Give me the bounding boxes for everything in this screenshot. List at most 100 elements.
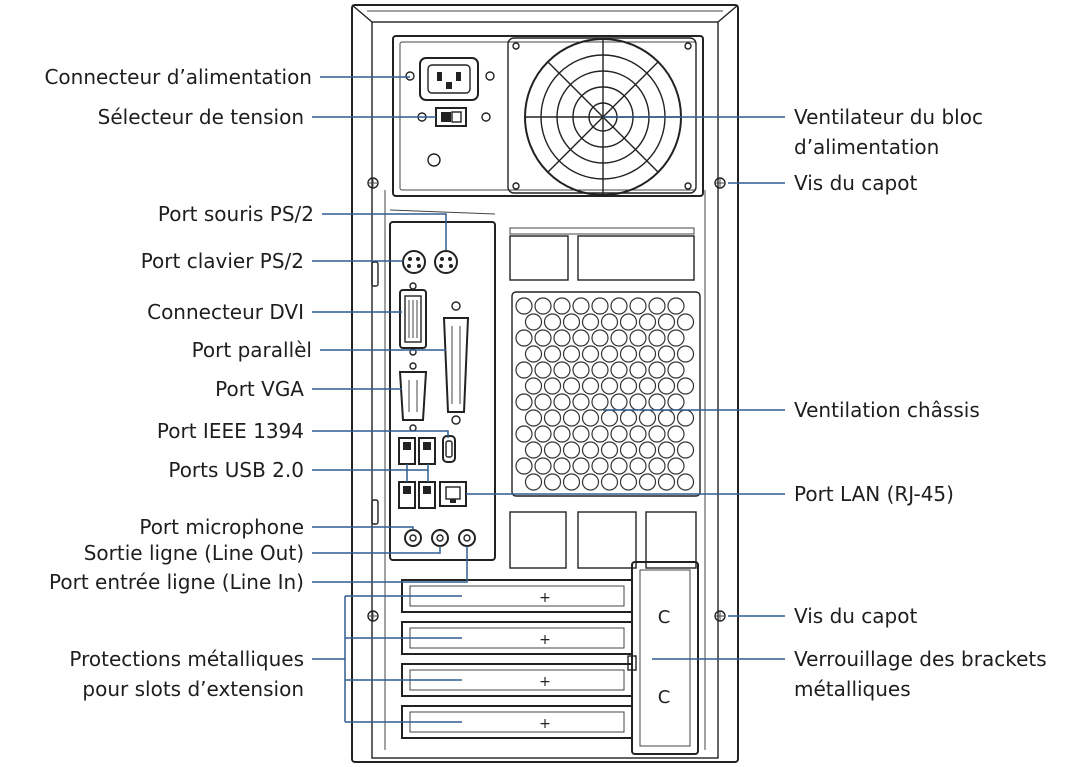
vent-hole [657, 313, 676, 331]
svg-text:C: C [658, 687, 671, 708]
label-voltage-selector: Sélecteur de tension [98, 105, 304, 129]
vent-hole [534, 361, 552, 379]
vent-hole [629, 393, 647, 411]
vent-hole [629, 297, 647, 315]
vent-hole [553, 425, 571, 443]
vent-hole [562, 409, 581, 427]
vent-hole [581, 377, 600, 395]
cover-screw-bottom-right [714, 610, 726, 622]
vent-hole [610, 329, 628, 347]
leader-ps2-mouse [322, 213, 447, 250]
io-plate [389, 221, 496, 561]
vent-hole [667, 361, 685, 379]
parallel-port [442, 301, 470, 425]
vent-hole [543, 473, 562, 491]
label-usb: Ports USB 2.0 [168, 458, 304, 482]
chassis-vent-holes [515, 297, 695, 491]
leader-line-out [312, 546, 441, 554]
vent-hole [667, 393, 685, 411]
label-power-connector: Connecteur d’alimentation [44, 65, 312, 89]
usb-ports-lower [398, 481, 436, 509]
vent-hole [591, 361, 609, 379]
vent-hole [534, 457, 552, 475]
cover-screw-top-left [367, 177, 379, 189]
vent-hole [676, 313, 695, 331]
vent-hole [676, 409, 695, 427]
label-cover-screw-bottom: Vis du capot [794, 604, 917, 628]
vent-hole [591, 329, 609, 347]
label-bracket-lock-line2: métalliques [794, 677, 911, 701]
vent-hole [638, 313, 657, 331]
vent-hole [534, 329, 552, 347]
vent-hole [562, 345, 581, 363]
vent-hole [600, 345, 619, 363]
ps2-mouse-port [434, 250, 458, 274]
chassis-vent-frame [511, 291, 701, 497]
leader-line-in [312, 546, 468, 583]
vent-hole [572, 457, 590, 475]
vent-hole [648, 361, 666, 379]
vent-hole [610, 457, 628, 475]
vent-hole [638, 441, 657, 459]
vent-hole [619, 377, 638, 395]
vent-hole [515, 393, 533, 411]
vent-hole [648, 329, 666, 347]
vent-hole [572, 361, 590, 379]
vent-hole [610, 361, 628, 379]
label-ieee1394: Port IEEE 1394 [157, 419, 304, 443]
usb-ports-upper [398, 437, 436, 465]
vent-hole [600, 441, 619, 459]
vent-hole [591, 425, 609, 443]
label-psu-fan-line2: d’alimentation [794, 135, 939, 159]
svg-text:+: + [539, 674, 551, 690]
vent-hole [553, 393, 571, 411]
vent-hole [543, 441, 562, 459]
vent-hole [591, 297, 609, 315]
io-shield [371, 209, 496, 561]
label-vga: Port VGA [215, 377, 304, 401]
vent-hole [524, 473, 543, 491]
vent-hole [676, 441, 695, 459]
vent-hole [572, 297, 590, 315]
cover-screw-bottom-left [367, 610, 379, 622]
line-out-jack [431, 529, 449, 547]
vent-hole [600, 409, 619, 427]
vent-hole [629, 361, 647, 379]
microphone-jack [404, 529, 422, 547]
label-cover-screw-top: Vis du capot [794, 171, 917, 195]
vent-hole [534, 297, 552, 315]
vent-hole [638, 345, 657, 363]
vent-hole [629, 425, 647, 443]
vent-hole [515, 329, 533, 347]
vent-hole [657, 377, 676, 395]
vent-hole [610, 297, 628, 315]
vent-hole [676, 345, 695, 363]
vent-hole [657, 409, 676, 427]
svg-text:+: + [539, 590, 551, 606]
psu-hole [427, 153, 441, 167]
vent-hole [581, 441, 600, 459]
label-slot-covers-line2: pour slots d’extension [82, 677, 304, 701]
vent-hole [667, 329, 685, 347]
line-in-jack [458, 529, 476, 547]
label-ps2-mouse: Port souris PS/2 [158, 202, 314, 226]
power-connector [405, 57, 495, 101]
vent-hole [619, 409, 638, 427]
labels: Connecteur d’alimentation Sélecteur de t… [44, 65, 1046, 701]
dvi-connector [399, 282, 427, 356]
ieee1394-port [442, 435, 456, 463]
vent-hole [619, 313, 638, 331]
vent-hole [600, 473, 619, 491]
leader-lines [312, 76, 785, 723]
vent-hole [676, 377, 695, 395]
label-slot-covers-line1: Protections métalliques [69, 647, 304, 671]
vent-hole [524, 345, 543, 363]
case-outline [351, 4, 739, 763]
vent-hole [534, 393, 552, 411]
label-parallel: Port parallèl [192, 338, 312, 362]
vent-hole [515, 457, 533, 475]
vent-hole [638, 377, 657, 395]
vent-hole [667, 457, 685, 475]
expansion-slot-covers: + + + + [401, 579, 633, 739]
vent-hole [591, 393, 609, 411]
